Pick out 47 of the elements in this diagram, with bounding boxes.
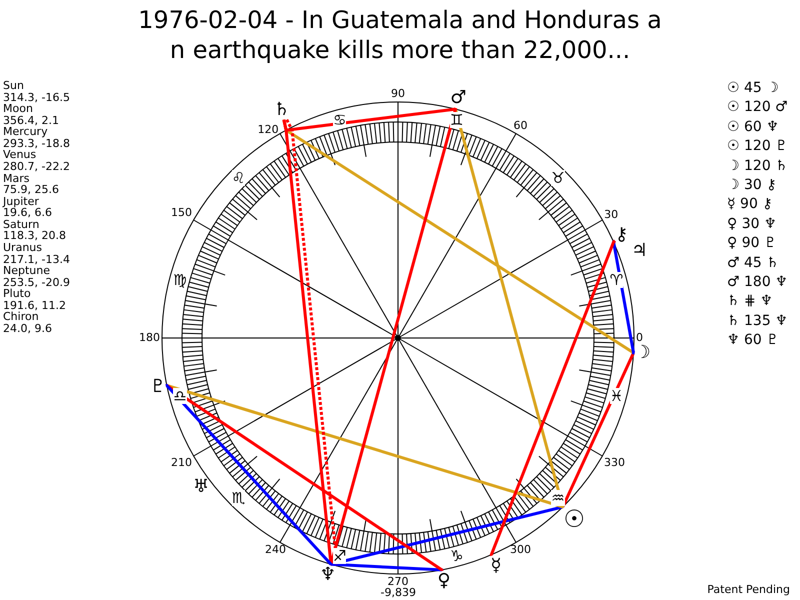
planet-name: Mercury <box>3 126 48 138</box>
position-value: 75.9, 25.6 <box>3 184 59 196</box>
planet-glyph: ♇ <box>150 377 166 398</box>
planet-name: Mars <box>3 172 30 185</box>
planet-name: Moon <box>3 103 33 116</box>
position-value: 314.3, -16.5 <box>3 92 70 104</box>
footer-note: Patent Pending <box>707 584 790 596</box>
aspect-entry: ♄ 135 ♆ <box>727 312 788 330</box>
chart-title: 1976-02-04 - In Guatemala and Honduras a n earthquake kills more than 22,000... <box>137 5 663 65</box>
position-value: 24.0, 9.6 <box>3 322 52 335</box>
position-value: 280.7, -22.2 <box>3 160 70 173</box>
position-value: 118.3, 20.8 <box>3 230 66 242</box>
degree-label: 90 <box>391 88 405 100</box>
value-label: -9,839 <box>380 587 416 599</box>
aspect-entry: ☿ 90 ⚷ <box>727 195 773 214</box>
aspect-entry: ☉ 120 ♇ <box>727 137 788 156</box>
position-value: 356.4, 2.1 <box>3 114 59 127</box>
planet-name: Uranus <box>3 242 42 254</box>
position-value: 293.3, -18.8 <box>3 138 70 150</box>
aspect-entry: ♂ 180 ♆ <box>727 273 788 291</box>
degree-label: 0 <box>636 332 643 344</box>
planet-name: Chiron <box>3 311 39 324</box>
aspect-entry: ♀ 30 ♆ <box>727 214 777 233</box>
position-value: 19.6, 6.6 <box>3 207 52 220</box>
planet-glyph: ♃ <box>631 241 648 261</box>
aspect-entry: ♀ 90 ♇ <box>727 234 777 252</box>
planet-name: Neptune <box>3 265 50 278</box>
position-value: 253.5, -20.9 <box>3 276 70 289</box>
planet-glyph: ♀ <box>437 570 451 591</box>
aspect-entry: ♂ 45 ♄ <box>727 254 779 272</box>
aspect-entry: ☉ 45 ☽ <box>727 79 779 97</box>
degree-label: 180 <box>139 332 160 344</box>
aspect-entry: ☽ 30 ⚷ <box>727 176 777 194</box>
planet-name: Pluto <box>3 288 31 300</box>
position-value: 217.1, -13.4 <box>3 254 70 266</box>
degree-label: 270 <box>388 576 408 588</box>
aspect-entry: ☉ 60 ♆ <box>727 118 779 136</box>
aspect-entry: ♄ ⋕ ♆ <box>727 292 773 310</box>
planet-name: Saturn <box>3 218 40 231</box>
planet-name: Venus <box>3 149 36 162</box>
planet-name: Sun <box>3 80 24 92</box>
aspect-entry: ☉ 120 ♂ <box>727 98 788 116</box>
aspect-entry: ♆ 60 ♇ <box>727 331 779 350</box>
aspect-entry: ☽ 120 ♄ <box>727 156 788 175</box>
planet-glyph: ☽ <box>634 343 651 364</box>
planet-name: Jupiter <box>3 196 39 208</box>
position-value: 191.6, 11.2 <box>3 300 66 312</box>
